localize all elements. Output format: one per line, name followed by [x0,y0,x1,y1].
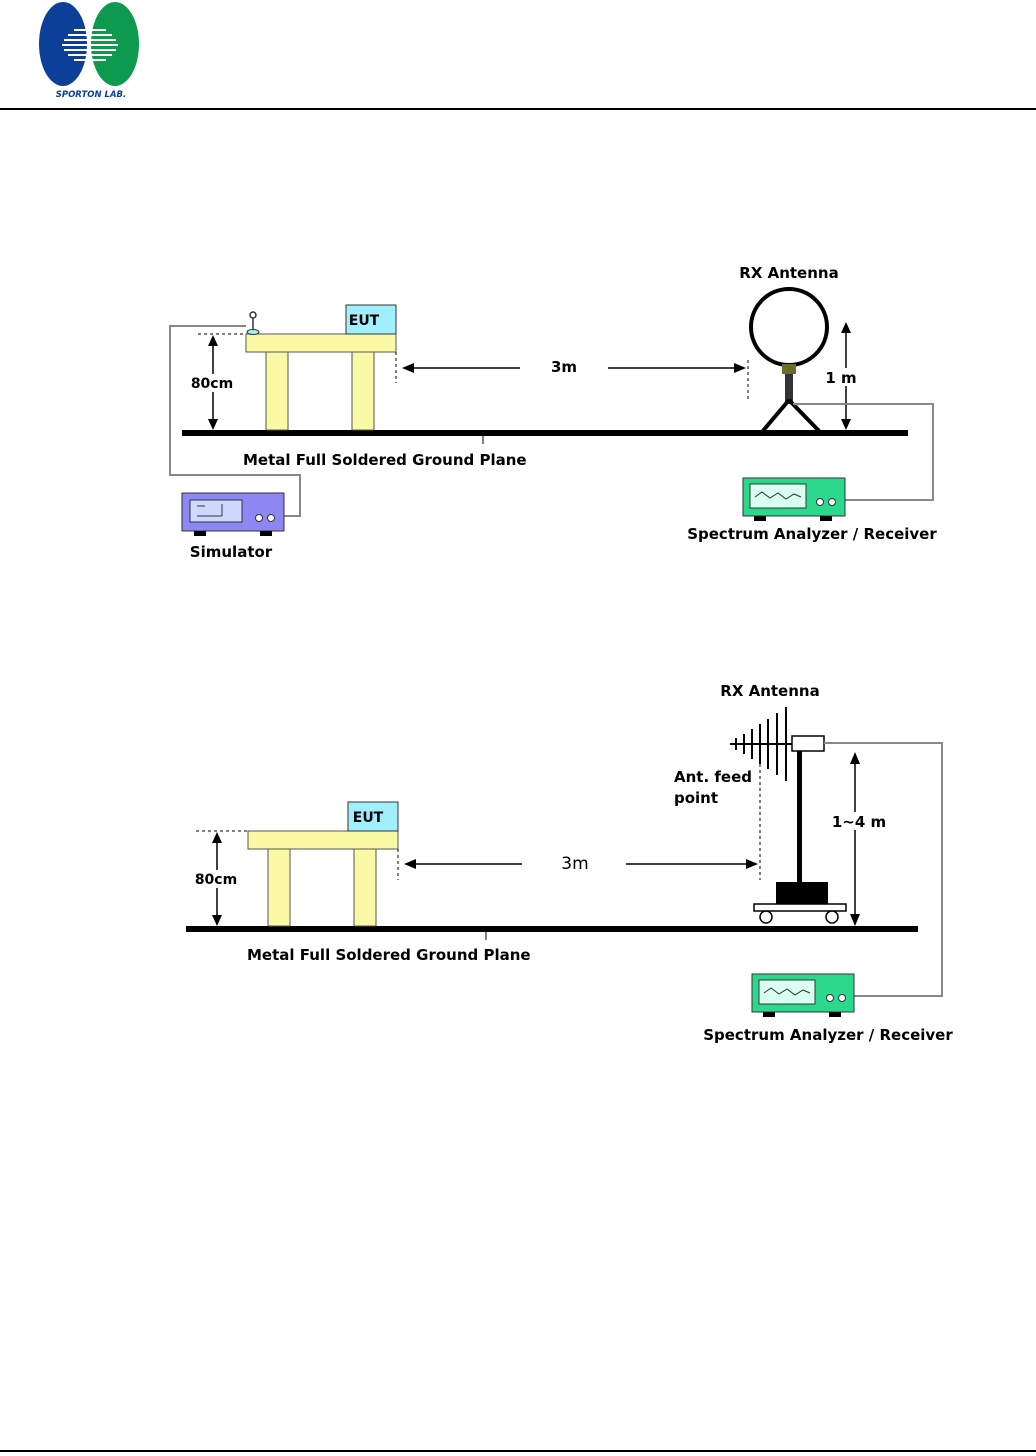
rx-antenna-label: RX Antenna [739,264,838,282]
eut-box: EUT [348,802,398,831]
arrow-right-icon [746,859,758,869]
arrow-left-icon [404,859,416,869]
logo-text: SPORTON LAB. [56,90,127,100]
arrow-up-icon [212,832,222,843]
arrow-up-icon [850,752,860,764]
header-rule [0,108,1036,110]
diagram-mast-antenna-setup: Metal Full Soldered Ground Plane EUT 80c… [0,670,1036,1050]
eut-box: EUT [346,305,396,334]
distance-label: 3m [561,854,588,874]
spectrum-analyzer-device [752,974,854,1017]
feed-point-label-line2: point [674,789,718,807]
table-height-label: 80cm [195,872,237,888]
logo-center-lines [62,30,118,60]
arrow-down-icon [212,915,222,926]
antenna-height-label: 1~4 m [832,813,886,831]
simulator-label: Simulator [190,543,273,561]
antenna-height-label: 1 m [825,369,856,387]
rx-antenna-label: RX Antenna [720,682,819,700]
arrow-up-icon [841,322,851,333]
arrow-down-icon [841,419,851,430]
analyzer-cable [824,743,942,996]
table [248,831,398,926]
eut-label: EUT [349,313,380,329]
simulator-device [182,493,284,536]
eut-label: EUT [353,810,384,826]
arrow-right-icon [734,363,746,373]
table [246,334,396,430]
table-height-label: 80cm [191,376,233,392]
analyzer-label: Spectrum Analyzer / Receiver [703,1026,953,1044]
eut-small-antenna-icon [247,312,259,335]
ground-plane-label: Metal Full Soldered Ground Plane [243,451,527,469]
spectrum-analyzer-device [743,478,845,521]
arrow-left-icon [402,363,414,373]
arrow-up-icon [208,335,218,346]
loop-antenna-icon [751,289,827,432]
arrow-down-icon [208,419,218,430]
footer-rule [0,1450,1036,1452]
sporton-logo: SPORTON LAB. [36,0,146,100]
diagram-loop-antenna-setup: Metal Full Soldered Ground Plane EUT 80c… [0,250,1036,580]
ground-plane-label: Metal Full Soldered Ground Plane [247,946,531,964]
distance-label: 3m [551,358,577,376]
antenna-mast [754,751,846,923]
feed-point-label-line1: Ant. feed [674,768,752,786]
arrow-down-icon [850,914,860,926]
analyzer-label: Spectrum Analyzer / Receiver [687,525,937,543]
